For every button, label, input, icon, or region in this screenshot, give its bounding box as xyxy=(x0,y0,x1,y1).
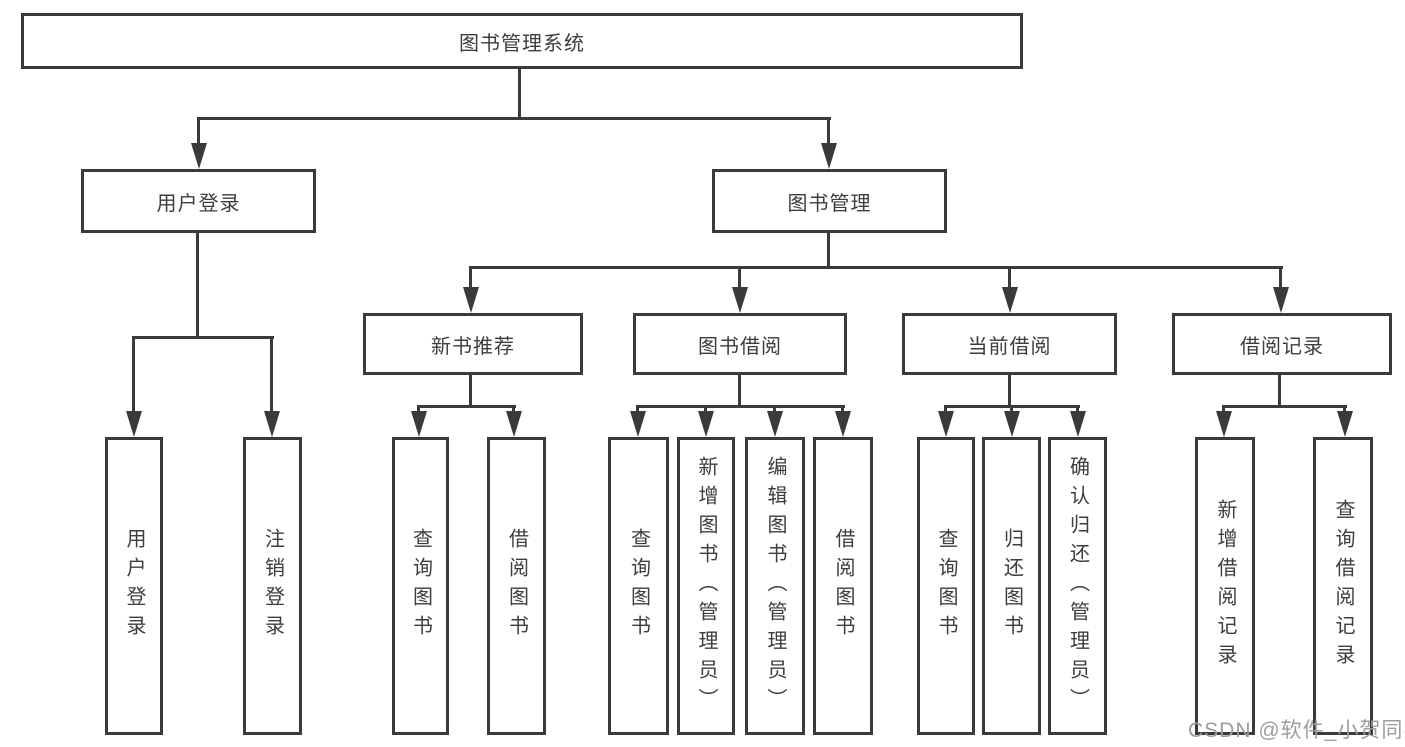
connector-line xyxy=(1076,407,1079,413)
connector-line xyxy=(636,405,845,408)
connector-line xyxy=(132,338,135,411)
connector-line xyxy=(1222,407,1225,413)
connector-line xyxy=(1279,268,1282,289)
connector-line xyxy=(512,407,515,413)
node-borrowing-records: 借阅记录 xyxy=(1172,313,1392,375)
leaf-confirm-return-admin: 确认归还（管理员） xyxy=(1048,437,1107,735)
connector-line xyxy=(1343,407,1346,413)
connector-line xyxy=(1222,405,1347,408)
connector-line xyxy=(1008,375,1011,408)
node-book-management: 图书管理 xyxy=(712,169,947,233)
arrowhead-down xyxy=(835,411,851,437)
arrowhead-down xyxy=(506,411,522,437)
leaf-logout: 注销登录 xyxy=(243,437,302,735)
connector-line xyxy=(417,405,516,408)
connector-line xyxy=(518,69,521,118)
connector-line xyxy=(417,407,420,413)
arrowhead-down xyxy=(411,411,427,437)
connector-line xyxy=(738,375,741,408)
arrowhead-down xyxy=(1070,411,1086,437)
connector-line xyxy=(738,268,741,289)
arrowhead-down xyxy=(1337,411,1353,437)
node-current-borrowing: 当前借阅 xyxy=(902,313,1117,375)
arrowhead-down xyxy=(1002,287,1018,313)
connector-line xyxy=(636,407,639,413)
arrowhead-down xyxy=(698,411,714,437)
arrowhead-down xyxy=(938,411,954,437)
connector-line xyxy=(469,375,472,408)
leaf-edit-books-admin: 编辑图书（管理员） xyxy=(745,437,805,735)
node-user-login: 用户登录 xyxy=(81,169,316,233)
connector-line xyxy=(827,233,830,269)
csdn-watermark: CSDN @软件_小贺同学 xyxy=(1188,719,1405,742)
arrowhead-down xyxy=(126,411,142,437)
node-book-borrowing: 图书借阅 xyxy=(633,313,847,375)
connector-line xyxy=(270,338,273,411)
connector-line xyxy=(1278,375,1281,408)
arrowhead-down xyxy=(1273,287,1289,313)
connector-line xyxy=(132,336,274,339)
leaf-query-books-borrowing: 查询图书 xyxy=(608,437,669,735)
leaf-query-books-recommend: 查询图书 xyxy=(392,437,449,735)
leaf-add-borrow-record: 新增借阅记录 xyxy=(1195,437,1255,735)
leaf-return-books: 归还图书 xyxy=(982,437,1041,735)
connector-line xyxy=(1010,407,1013,413)
arrowhead-down xyxy=(630,411,646,437)
arrowhead-down xyxy=(264,411,280,437)
connector-line xyxy=(196,233,199,338)
connector-line xyxy=(469,268,472,289)
connector-line xyxy=(944,407,947,413)
leaf-borrow-books-recommend: 借阅图书 xyxy=(487,437,546,735)
arrowhead-down xyxy=(1216,411,1232,437)
connector-line xyxy=(944,405,1080,408)
arrowhead-down xyxy=(1004,411,1020,437)
leaf-add-books-admin: 新增图书（管理员） xyxy=(677,437,735,735)
connector-line xyxy=(704,407,707,413)
arrowhead-down xyxy=(821,143,837,169)
connector-line xyxy=(197,117,831,120)
node-root-library-management-system: 图书管理系统 xyxy=(21,13,1023,69)
leaf-user-login: 用户登录 xyxy=(105,437,163,735)
node-new-book-recommendation: 新书推荐 xyxy=(363,313,583,375)
connector-line xyxy=(1008,268,1011,289)
arrowhead-down xyxy=(463,287,479,313)
leaf-query-borrow-record: 查询借阅记录 xyxy=(1313,437,1373,735)
connector-line xyxy=(197,118,200,145)
leaf-query-books-current: 查询图书 xyxy=(917,437,975,735)
arrowhead-down xyxy=(767,411,783,437)
arrowhead-down xyxy=(191,143,207,169)
leaf-borrow-books: 借阅图书 xyxy=(813,437,873,735)
connector-line xyxy=(827,118,830,145)
connector-line xyxy=(469,266,1283,269)
connector-line xyxy=(841,407,844,413)
arrowhead-down xyxy=(732,287,748,313)
connector-line xyxy=(773,407,776,413)
